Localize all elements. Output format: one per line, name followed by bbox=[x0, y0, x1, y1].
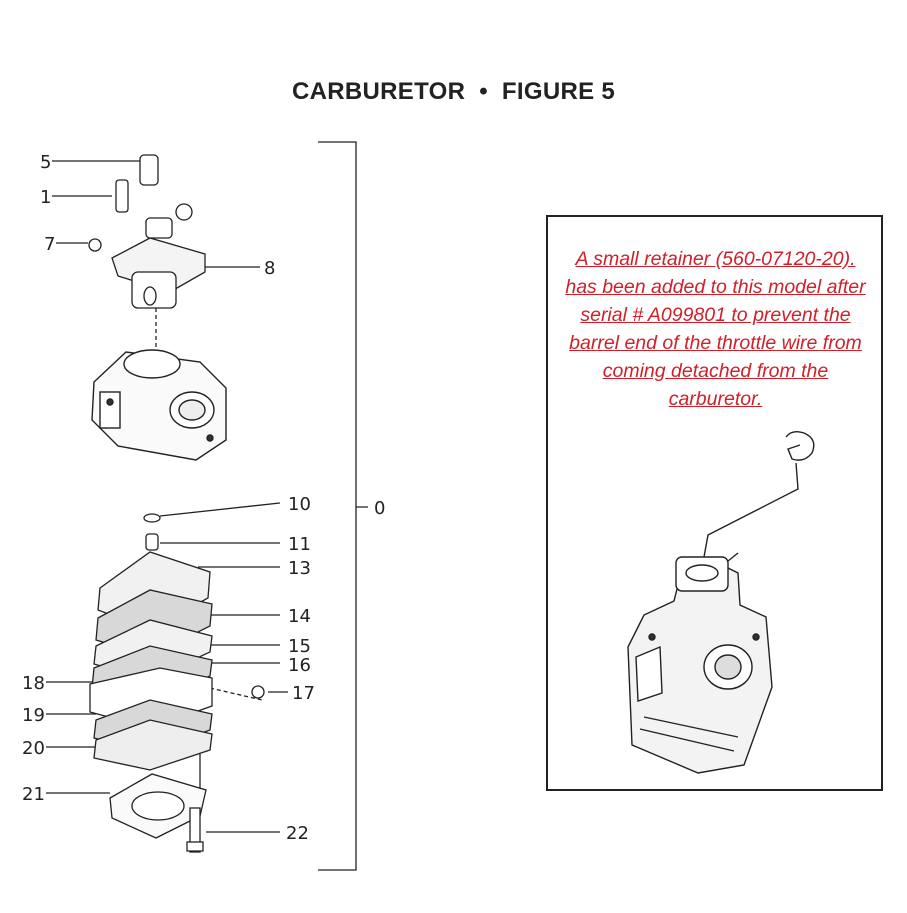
callout-10: 10 bbox=[288, 494, 311, 515]
callout-7: 7 bbox=[44, 234, 55, 255]
callout-18: 18 bbox=[22, 673, 45, 694]
callout-8: 8 bbox=[264, 258, 275, 279]
needle-valve bbox=[145, 533, 159, 551]
throttle-housing bbox=[88, 154, 206, 309]
carburetor-body bbox=[91, 349, 227, 461]
callout-1: 1 bbox=[40, 187, 51, 208]
callout-19: 19 bbox=[22, 705, 45, 726]
retainer-note-box: A small retainer (560-07120-20). has bee… bbox=[546, 215, 883, 791]
callout-22: 22 bbox=[286, 823, 309, 844]
retainer-note-text: A small retainer (560-07120-20). has bee… bbox=[565, 248, 866, 410]
gasket-stack bbox=[89, 551, 265, 853]
callout-14: 14 bbox=[288, 606, 311, 627]
title-separator: • bbox=[479, 78, 488, 105]
callout-assembly: 0 bbox=[374, 498, 385, 519]
o-ring bbox=[143, 513, 161, 523]
callout-15: 15 bbox=[288, 636, 311, 657]
callout-17: 17 bbox=[292, 683, 315, 704]
title-figure: FIGURE 5 bbox=[501, 78, 616, 105]
page-title: CARBURETOR • FIGURE 5 bbox=[0, 78, 907, 106]
callout-11: 11 bbox=[288, 534, 311, 555]
callout-13: 13 bbox=[288, 558, 311, 579]
callout-5: 5 bbox=[40, 152, 51, 173]
retainer-clip bbox=[785, 430, 815, 461]
carburetor-retainer-illustration bbox=[627, 430, 815, 774]
callout-20: 20 bbox=[22, 738, 45, 759]
callout-16: 16 bbox=[288, 655, 311, 676]
callout-21: 21 bbox=[22, 784, 45, 805]
assembly-bracket bbox=[318, 141, 368, 871]
title-carburetor: CARBURETOR bbox=[291, 78, 466, 105]
